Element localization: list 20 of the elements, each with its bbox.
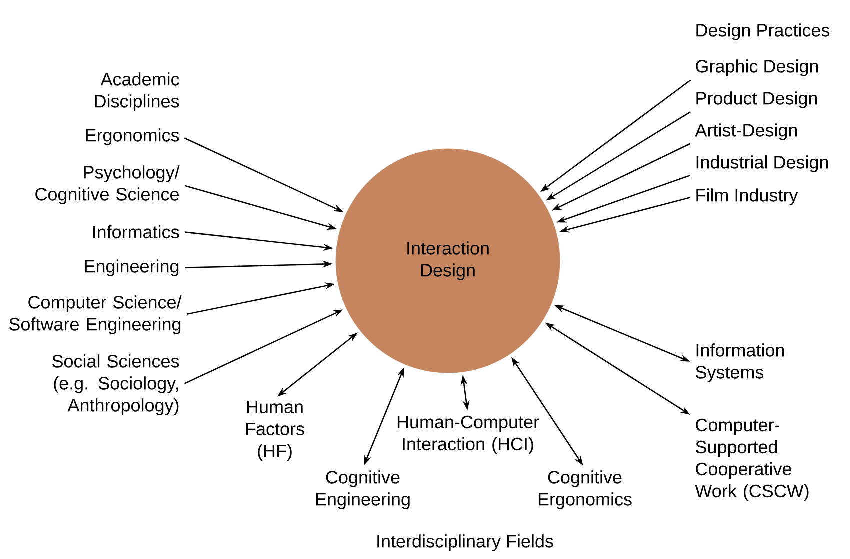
group-heading: Design Practices (696, 24, 830, 40)
field-label: Human-Computer Interaction (HCI) (398, 416, 540, 454)
field-label: Computer Science/ Software Engineering (10, 296, 182, 334)
field-label: Information Systems (696, 344, 784, 382)
field-label: Industrial Design (696, 156, 828, 172)
group-heading: Interdisciplinary Fields (378, 534, 554, 552)
group-heading: Academic Disciplines (95, 72, 180, 112)
field-label: Artist-Design (695, 124, 798, 140)
field-label: Social Sciences (e.g. Sociology, Anthropology) (52, 354, 180, 416)
field-label: Psychology/ Cognitive Science (36, 166, 180, 204)
field-label: Cognitive Engineering (316, 470, 410, 510)
field-label: Computer-Supported Cooperative Work (CSCW) (695, 418, 809, 502)
field-label: Engineering (85, 260, 179, 276)
field-label: Film Industry (696, 188, 798, 206)
field-label: Human Factors (HF) (246, 400, 304, 462)
field-label: Cognitive Ergonomics (538, 470, 632, 510)
field-label: Product Design (696, 92, 818, 108)
field-label: Informatics (93, 225, 180, 239)
field-label: Ergonomics (86, 128, 180, 146)
field-label: Graphic Design (696, 60, 818, 76)
